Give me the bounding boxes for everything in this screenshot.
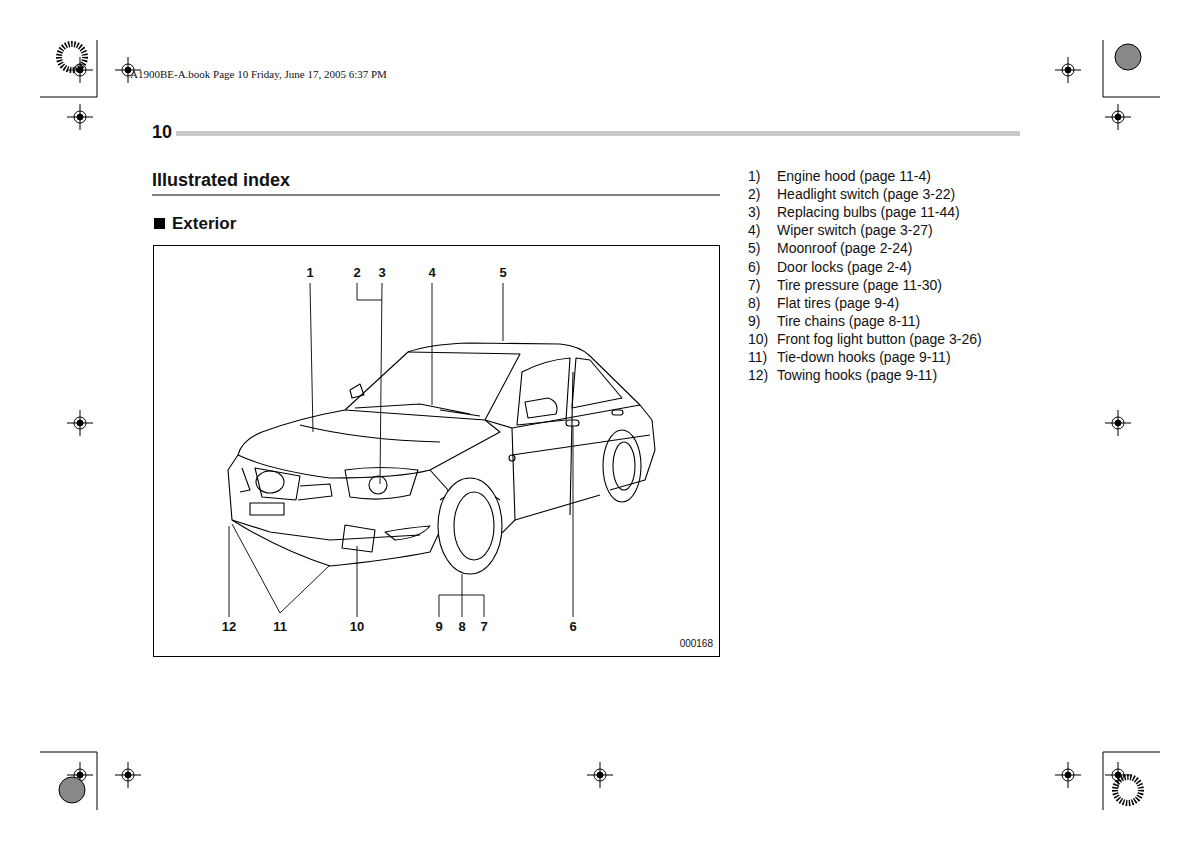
callout-number: 6 — [569, 620, 576, 634]
callout-number: 2 — [353, 266, 360, 280]
section-title: Illustrated index — [152, 171, 290, 191]
list-number: 5) — [748, 241, 760, 256]
list-number: 8) — [748, 296, 760, 311]
callout-number: 8 — [458, 620, 465, 634]
list-number: 1) — [748, 169, 760, 184]
file-header: A1900BE-A.book Page 10 Friday, June 17, … — [130, 68, 387, 80]
list-item: Moonroof (page 2-24) — [777, 241, 912, 256]
callout-number: 7 — [480, 620, 487, 634]
list-number: 6) — [748, 260, 760, 275]
list-item: Engine hood (page 11-4) — [777, 169, 931, 184]
subsection-title: Exterior — [172, 215, 236, 234]
callout-number: 9 — [435, 620, 442, 634]
list-number: 12) — [748, 368, 768, 383]
figure-frame — [154, 246, 720, 657]
callout-number: 3 — [378, 266, 385, 280]
list-item: Flat tires (page 9-4) — [777, 296, 899, 311]
list-item: Towing hooks (page 9-11) — [777, 368, 937, 383]
list-item: Tire chains (page 8-11) — [777, 314, 920, 329]
callout-number: 5 — [499, 266, 506, 280]
page-number: 10 — [152, 123, 172, 143]
list-item: Tire pressure (page 11-30) — [777, 278, 942, 293]
callout-number: 1 — [306, 266, 313, 280]
list-item: Front fog light button (page 3-26) — [777, 332, 982, 347]
list-item: Headlight switch (page 3-22) — [777, 187, 955, 202]
list-item: Wiper switch (page 3-27) — [777, 223, 933, 238]
callout-number: 12 — [222, 620, 236, 634]
car-illustration — [228, 343, 655, 574]
list-number: 9) — [748, 314, 760, 329]
leader-lines — [229, 283, 573, 617]
callout-number: 11 — [273, 620, 287, 634]
figure-code: 000168 — [680, 638, 713, 649]
callout-number: 10 — [350, 620, 364, 634]
list-item: Door locks (page 2-4) — [777, 260, 912, 275]
callout-number: 4 — [428, 266, 435, 280]
crop-marks — [40, 40, 1160, 810]
list-number: 11) — [748, 350, 767, 365]
list-number: 10) — [748, 332, 768, 347]
list-item: Replacing bulbs (page 11-44) — [777, 205, 960, 220]
list-item: Tie-down hooks (page 9-11) — [777, 350, 951, 365]
section-square — [154, 218, 165, 229]
list-number: 3) — [748, 205, 760, 220]
list-number: 7) — [748, 278, 760, 293]
header-bar — [176, 131, 1020, 136]
list-number: 4) — [748, 223, 760, 238]
list-number: 2) — [748, 187, 760, 202]
